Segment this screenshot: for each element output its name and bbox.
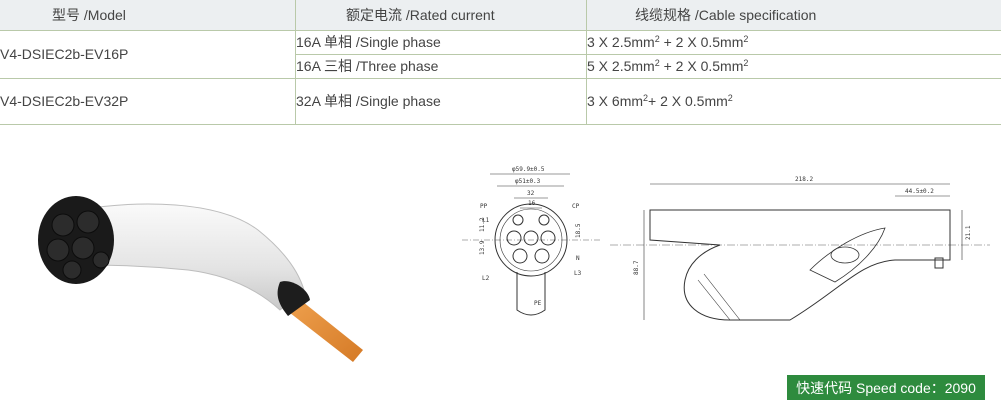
header-model: 型号 /Model [52,6,126,23]
cable-cell: 3 X 6mm2+ 2 X 0.5mm2 [586,78,1001,124]
handle-body [77,203,305,311]
model-cell: V4-DSIEC2b-EV16P [0,30,296,79]
pin-l2-label: L2 [482,275,490,282]
dim-right-side-label: 21.1 [965,225,972,240]
front-view-drawing: φ59.9±0.5 φ51±0.3 32 16 PP CP L1 L2 L3 N… [462,166,602,316]
pin-pp-label: PP [480,203,488,210]
dim-16-label: 16 [528,200,536,207]
dim-height-label: 88.7 [633,260,640,275]
table-row: V4-DSIEC2b-EV16P 16A 单相 /Single phase 3 … [0,30,1001,79]
pin-pe-label: PE [534,300,542,307]
current-cell: 16A 三相 /Three phase [295,54,587,78]
spec-table: 型号 /Model 额定电流 /Rated current 线缆规格 /Cabl… [0,0,1001,125]
dim-32-label: 32 [527,190,535,197]
model-cell: V4-DSIEC2b-EV32P [0,93,129,109]
pin-l3-label: L3 [574,270,582,277]
dim-left-label: 13.9 [479,240,486,255]
dim-length-label: 218.2 [795,176,813,183]
dim-outer-label: φ59.9±0.5 [512,166,545,173]
cable-cell: 3 X 2.5mm2 + 2 X 0.5mm2 [586,30,1001,54]
dim-rear-label: 44.5±0.2 [905,188,934,195]
current-cell: 16A 单相 /Single phase [295,30,587,54]
dim-left2-label: 11.2 [479,217,486,232]
cable-cell: 5 X 2.5mm2 + 2 X 0.5mm2 [586,54,1001,78]
pin-l1-label: L1 [482,217,490,224]
table-row: 16A 三相 /Three phase 5 X 2.5mm2 + 2 X 0.5… [0,54,1001,78]
dim-inner-label: φ51±0.3 [515,178,541,185]
connector-photo [38,196,363,362]
cable-gland [277,281,310,316]
header-rated-current: 额定电流 /Rated current [295,0,587,30]
side-view-drawing: 218.2 44.5±0.2 88.7 21.1 [610,176,990,321]
pin-cp-label: CP [572,203,580,210]
current-cell: 32A 单相 /Single phase [295,78,587,124]
pin-n-label: N [576,255,580,262]
speed-code-badge: 快速代码 Speed code：2090 [787,375,985,400]
table-header-row: 型号 /Model 额定电流 /Rated current 线缆规格 /Cabl… [0,0,1001,30]
table-row: V4-DSIEC2b-EV32P 32A 单相 /Single phase 3 … [0,78,1001,124]
dim-right-label: 18.5 [575,223,582,238]
header-cable-spec: 线缆规格 /Cable specification [586,0,1001,30]
